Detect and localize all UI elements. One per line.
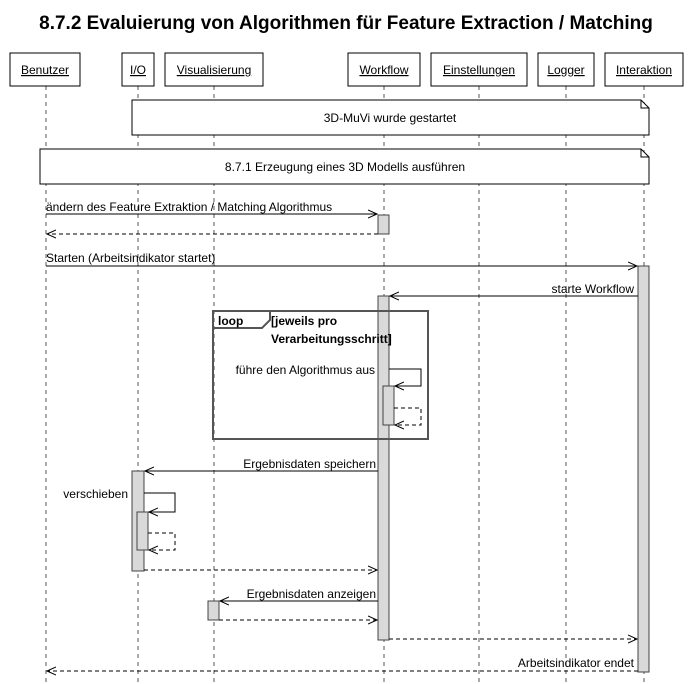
message-start-workflow: starte Workflow: [552, 282, 635, 296]
note-model-text: 8.7.1 Erzeugung eines 3D Modells ausführ…: [225, 160, 465, 174]
loop-frame-border: [212, 310, 429, 440]
activation-interaktion: [637, 265, 650, 673]
loop-guard-line2: Verarbeitungsschritt]: [271, 332, 392, 346]
message-move: verschieben: [63, 487, 128, 501]
header-interaktion-label: Interaktion: [616, 63, 672, 77]
activation-io-nested: [136, 511, 149, 551]
header-workflow: Workflow: [347, 52, 421, 87]
header-benutzer-label: Benutzer: [21, 63, 69, 77]
loop-label-tab: [213, 311, 271, 329]
message-move-arrow: [144, 492, 176, 512]
header-logger-label: Logger: [547, 63, 584, 77]
diagram-title: 8.7.2 Evaluierung von Algorithmen für Fe…: [39, 13, 653, 34]
header-einstellungen-label: Einstellungen: [443, 63, 515, 77]
loop-keyword: loop: [218, 314, 243, 328]
message-save-results: Ergebnisdaten speichern: [243, 457, 376, 471]
message-run-algo: führe den Algorithmus aus: [236, 363, 375, 377]
message-start: Starten (Arbeitsindikator startet): [46, 251, 215, 265]
header-einstellungen: Einstellungen: [430, 52, 528, 87]
return-run-algo: [394, 407, 422, 425]
header-logger: Logger: [537, 52, 595, 87]
activation-workflow-nested: [382, 385, 395, 426]
loop-frame: loop [jeweils pro Verarbeitungsschritt]: [212, 310, 429, 440]
loop-guard-line1: [jeweils pro: [271, 314, 337, 328]
header-workflow-label: Workflow: [359, 63, 408, 77]
header-io: I/O: [121, 52, 155, 87]
header-io-label: I/O: [130, 63, 146, 77]
note-model: 8.7.1 Erzeugung eines 3D Modells ausführ…: [39, 148, 650, 185]
activation-workflow-1: [377, 214, 390, 235]
message-indicator-end: Arbeitsindikator endet: [518, 656, 635, 670]
message-run-algo-arrow: [389, 368, 422, 386]
return-move: [148, 532, 176, 550]
header-interaktion: Interaktion: [604, 52, 684, 87]
header-visualisierung: Visualisierung: [164, 52, 264, 87]
activation-workflow-2: [377, 295, 390, 641]
activation-visualisierung: [207, 600, 220, 621]
header-benutzer: Benutzer: [9, 52, 81, 87]
message-change-algo: ändern des Feature Extraktion / Matching…: [46, 200, 332, 214]
messages: ändern des Feature Extraktion / Matching…: [46, 200, 638, 671]
note-started-text: 3D-MuVi wurde gestartet: [324, 111, 457, 125]
note-started: 3D-MuVi wurde gestartet: [131, 99, 650, 136]
header-visualisierung-label: Visualisierung: [177, 63, 252, 77]
lifeline-headers: Benutzer I/O Visualisierung Workflow Ein…: [9, 52, 684, 87]
activations: [131, 214, 650, 673]
message-show-results: Ergebnisdaten anzeigen: [247, 587, 376, 601]
